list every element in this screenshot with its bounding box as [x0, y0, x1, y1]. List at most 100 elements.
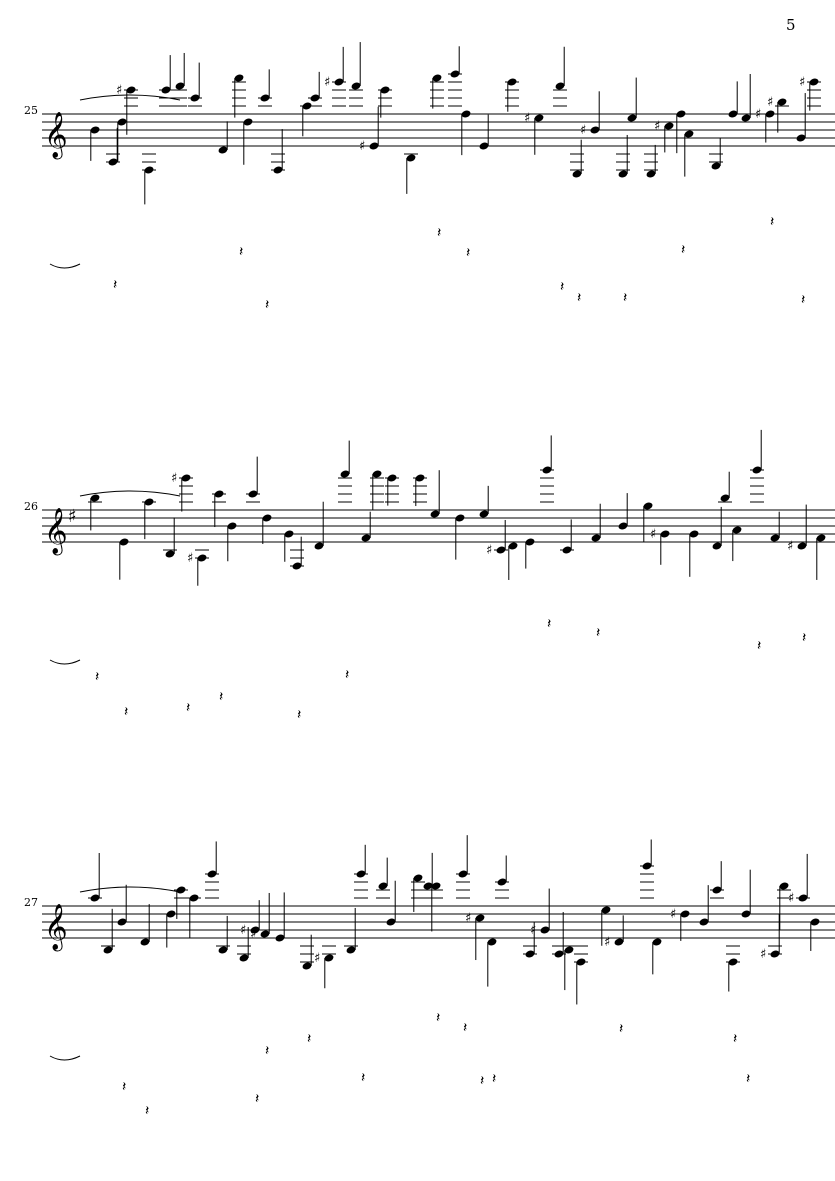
- note-head: [796, 134, 806, 142]
- note-head: [314, 542, 324, 550]
- note-head: [103, 946, 113, 954]
- note-head: [218, 146, 228, 154]
- measure-number-27: 27: [24, 896, 38, 909]
- note-head: [207, 870, 217, 878]
- quarter-rest-icon: 𝄽: [265, 297, 269, 313]
- note-head: [487, 938, 497, 946]
- sharp-accidental-icon: ♯: [530, 923, 536, 938]
- note-head: [243, 118, 253, 126]
- note-head: [496, 546, 506, 554]
- note-head: [475, 914, 485, 922]
- note-head: [642, 862, 652, 870]
- note-head: [590, 126, 600, 134]
- note-head: [239, 954, 249, 962]
- note-head: [431, 882, 441, 890]
- note-head: [479, 142, 489, 150]
- note-head: [284, 530, 294, 538]
- note-head: [572, 170, 582, 178]
- note-head: [334, 78, 344, 86]
- note-head: [90, 894, 100, 902]
- sharp-accidental-icon: ♯: [116, 83, 122, 98]
- note-head: [273, 166, 283, 174]
- sharp-accidental-icon: ♯: [465, 911, 471, 926]
- note-head: [479, 510, 489, 518]
- note-head: [262, 514, 272, 522]
- quarter-rest-icon: 𝄽: [802, 630, 806, 646]
- sharp-accidental-icon: ♯: [524, 111, 530, 126]
- sharp-accidental-icon: ♯: [788, 891, 794, 906]
- quarter-rest-icon: 𝄽: [623, 290, 627, 306]
- quarter-rest-icon: 𝄽: [239, 244, 243, 260]
- note-head: [711, 162, 721, 170]
- sharp-accidental-icon: ♯: [240, 923, 246, 938]
- quarter-rest-icon: 𝄽: [681, 242, 685, 258]
- sharp-accidental-icon: ♯: [670, 907, 676, 922]
- sharp-accidental-icon: ♯: [486, 543, 492, 558]
- quarter-rest-icon: 𝄽: [113, 277, 117, 293]
- key-signature-sharp-icon: ♯: [68, 506, 77, 527]
- note-head: [542, 466, 552, 474]
- quarter-rest-icon: 𝄽: [596, 625, 600, 641]
- note-head: [554, 950, 564, 958]
- note-head: [250, 926, 260, 934]
- note-head: [117, 918, 127, 926]
- note-head: [386, 918, 396, 926]
- note-head: [181, 474, 191, 482]
- note-head: [450, 70, 460, 78]
- note-head: [369, 142, 379, 150]
- quarter-rest-icon: 𝄽: [757, 638, 761, 654]
- note-head: [227, 522, 237, 530]
- note-head: [292, 562, 302, 570]
- quarter-rest-icon: 𝄽: [95, 669, 99, 685]
- sharp-accidental-icon: ♯: [760, 947, 766, 962]
- note-head: [797, 542, 807, 550]
- note-head: [576, 958, 586, 966]
- quarter-rest-icon: 𝄽: [466, 245, 470, 261]
- note-head: [770, 950, 780, 958]
- note-head: [461, 110, 471, 118]
- note-head: [779, 882, 789, 890]
- note-head: [728, 110, 738, 118]
- note-head: [387, 474, 397, 482]
- note-head: [664, 122, 674, 130]
- quarter-rest-icon: 𝄽: [186, 700, 190, 716]
- note-head: [302, 962, 312, 970]
- note-head: [770, 534, 780, 542]
- sharp-accidental-icon: ♯: [580, 123, 586, 138]
- note-head: [540, 926, 550, 934]
- note-head: [140, 938, 150, 946]
- note-head: [346, 946, 356, 954]
- treble-clef-icon: 𝄞: [44, 112, 68, 160]
- note-head: [728, 958, 738, 966]
- note-head: [497, 878, 507, 886]
- note-head: [591, 534, 601, 542]
- quarter-rest-icon: 𝄽: [463, 1020, 467, 1036]
- note-head: [351, 82, 361, 90]
- quarter-rest-icon: 𝄽: [560, 279, 564, 295]
- sharp-accidental-icon: ♯: [650, 527, 656, 542]
- quarter-rest-icon: 𝄽: [492, 1071, 496, 1087]
- note-head: [372, 470, 382, 478]
- note-head: [406, 154, 416, 162]
- quarter-rest-icon: 𝄽: [733, 1031, 737, 1047]
- note-head: [525, 538, 535, 546]
- measure-number-25: 25: [24, 104, 38, 117]
- note-head: [324, 954, 334, 962]
- note-head: [310, 94, 320, 102]
- note-head: [720, 494, 730, 502]
- note-head: [564, 946, 574, 954]
- note-head: [90, 126, 100, 134]
- note-head: [144, 166, 154, 174]
- slur: [49, 263, 81, 269]
- measure-number-26: 26: [24, 500, 38, 513]
- note-head: [119, 538, 129, 546]
- note-head: [741, 910, 751, 918]
- note-head: [752, 466, 762, 474]
- quarter-rest-icon: 𝄽: [746, 1071, 750, 1087]
- sharp-accidental-icon: ♯: [654, 119, 660, 134]
- note-head: [144, 498, 154, 506]
- note-head: [218, 946, 228, 954]
- note-head: [248, 490, 258, 498]
- treble-clef-icon: 𝄞: [44, 508, 68, 556]
- note-head: [302, 102, 312, 110]
